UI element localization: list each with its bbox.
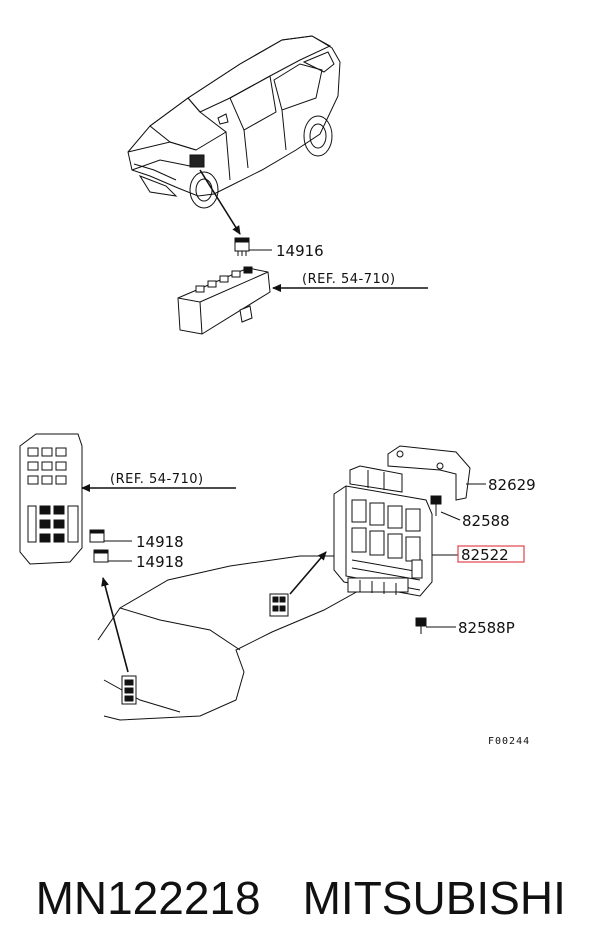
fuse-block-icon xyxy=(19,433,83,565)
label-82588p: 82588P xyxy=(458,619,515,637)
relay-14916-icon xyxy=(234,237,250,256)
part-number: MN122218 xyxy=(35,872,261,924)
relay-14918-icon xyxy=(89,529,109,563)
label-82522: 82522 xyxy=(461,546,509,564)
parts-diagram: 14916 (REF. 54-710) (REF. 54-710) xyxy=(19,35,536,747)
ecu-module-icon xyxy=(333,445,471,597)
highlight-box xyxy=(457,545,525,563)
vehicle-illustration xyxy=(127,35,341,209)
dash-to-ecu-arrow xyxy=(289,551,327,595)
label-14916: 14916 xyxy=(276,242,324,260)
label-14918-b: 14918 xyxy=(136,553,184,571)
car-to-relay-arrow xyxy=(199,169,241,235)
bolt-82588p-icon xyxy=(415,617,427,634)
ref-left-label: (REF. 54-710) xyxy=(110,472,204,487)
label-14918-a: 14918 xyxy=(136,533,184,551)
relay-box-icon xyxy=(177,266,271,335)
label-82588: 82588 xyxy=(462,512,510,530)
label-82629: 82629 xyxy=(488,476,536,494)
dash-to-relay-arrow xyxy=(101,577,129,673)
ref-top-label: (REF. 54-710) xyxy=(302,272,396,287)
brand-name: MITSUBISHI xyxy=(302,872,566,924)
figure-code: F00244 xyxy=(488,736,530,747)
bolt-82588-icon xyxy=(430,495,442,516)
footer-caption: MN122218 MITSUBISHI xyxy=(10,808,600,924)
dashboard-illustration xyxy=(97,555,381,721)
